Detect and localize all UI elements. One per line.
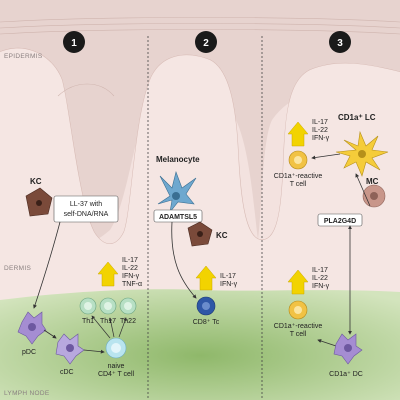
cd1a-reactive-tcell-bottom — [288, 300, 308, 320]
kc-cell-panel2 — [187, 221, 213, 247]
naive-line1: naive — [108, 363, 125, 370]
p3-top-cytokine-2: IFN-γ — [312, 135, 330, 142]
upregulation-arrow-3b — [287, 269, 309, 295]
th22-cell — [119, 297, 137, 315]
th1-label: Th1 — [82, 318, 94, 325]
panel3-top-cytokine-list: IL-17 IL-22 IFN-γ — [312, 119, 330, 142]
melanocyte-label: Melanocyte — [156, 155, 200, 164]
naive-to-th1-arrow — [91, 315, 111, 339]
cd1a-lc-label: CD1a⁺ LC — [338, 113, 376, 122]
th17-label: Th17 — [100, 318, 116, 325]
adamtsl5-label: ADAMTSL5 — [159, 214, 197, 221]
p1-cytokine-3: TNF-α — [122, 281, 142, 288]
naive-line2: CD4⁺ T cell — [98, 371, 135, 378]
panel2-cytokine-list: IL-17 IFN-γ — [220, 273, 238, 288]
adamtsl5-box: ADAMTSL5 — [153, 209, 203, 223]
p3-top-cytokine-1: IL-22 — [312, 127, 328, 134]
epidermis-layer — [0, 0, 400, 240]
th1-cell — [79, 297, 97, 315]
tcell-top-line2: T cell — [290, 181, 307, 188]
panel3-bottom-cytokine-list: IL-17 IL-22 IFN-γ — [312, 267, 330, 290]
stratum-corneum — [0, 17, 400, 35]
mast-cell — [362, 184, 386, 208]
ll37-line1: LL-37 with — [70, 201, 102, 208]
melanocyte-cell — [157, 170, 197, 214]
kc-label-panel2: KC — [216, 231, 228, 240]
panel-number-3: 3 — [329, 31, 351, 53]
cdc-label: cDC — [60, 369, 74, 376]
panel-number-1: 1 — [63, 31, 85, 53]
p2-cytokine-0: IL-17 — [220, 273, 236, 280]
svg-text:2: 2 — [203, 38, 209, 49]
p2-cytokine-1: IFN-γ — [220, 281, 238, 288]
p1-cytokine-2: IFN-γ — [122, 273, 140, 280]
tcell-top-line1: CD1a⁺-reactive — [274, 173, 323, 180]
naive-cd4-cell — [105, 337, 127, 359]
pdc-label: pDC — [22, 349, 36, 356]
upregulation-arrow-1 — [97, 261, 119, 287]
th22-label: Th22 — [120, 318, 136, 325]
upregulation-arrow-2 — [195, 265, 217, 291]
ll37-line2: self-DNA/RNA — [64, 211, 109, 218]
p3-bottom-cytokine-1: IL-22 — [312, 275, 328, 282]
mc-label: MC — [366, 177, 379, 186]
cd1a-dc-cell — [333, 333, 363, 365]
tcell-bottom-line2: T cell — [290, 331, 307, 338]
adamtsl5-to-cd8-arrow — [171, 221, 197, 299]
dermal-papilla — [57, 83, 115, 97]
pdc-to-cdc-arrow — [43, 329, 57, 339]
th17-cell — [99, 297, 117, 315]
p1-cytokine-0: IL-17 — [122, 257, 138, 264]
pla2g4d-label: PLA2G4D — [324, 218, 356, 225]
lc-to-tcell-arrow — [311, 153, 341, 160]
mc-to-lc-arrow — [355, 173, 371, 207]
tcell-bottom-line1: CD1a⁺-reactive — [274, 323, 323, 330]
cd1a-reactive-tcell-top — [288, 150, 308, 170]
naive-to-th22-arrow — [118, 317, 127, 338]
cd1a-dc-label: CD1a⁺ DC — [329, 371, 363, 378]
epidermis-label: EPIDERMIS — [4, 53, 43, 60]
cdc-to-naive-arrow — [83, 349, 105, 354]
dc-to-tcell-arrow — [317, 339, 337, 347]
cd8-cell — [196, 296, 216, 316]
ll37-box: LL-37 with self-DNA/RNA — [53, 195, 119, 223]
p3-bottom-cytokine-0: IL-17 — [312, 267, 328, 274]
pla2g4d-box: PLA2G4D — [317, 213, 363, 227]
pdc-cell — [17, 311, 47, 345]
p1-cytokine-1: IL-22 — [122, 265, 138, 272]
keratinocyte-cell — [25, 187, 53, 217]
svg-text:1: 1 — [71, 38, 77, 49]
lymph-node-label: LYMPH NODE — [4, 390, 50, 397]
dermis-label: DERMIS — [4, 265, 31, 272]
ll37-to-pdc-arrow — [33, 221, 61, 309]
cd8-label: CD8⁺ Tc — [193, 319, 220, 326]
cd1a-lc-cell — [335, 130, 389, 177]
panel-number-2: 2 — [195, 31, 217, 53]
svg-text:3: 3 — [337, 38, 343, 49]
panel1-cytokine-list: IL-17 IL-22 IFN-γ TNF-α — [122, 257, 142, 288]
naive-to-th17-arrow — [108, 317, 115, 338]
p3-top-cytokine-0: IL-17 — [312, 119, 328, 126]
upregulation-arrow-3a — [287, 121, 309, 147]
kc-label: KC — [30, 177, 42, 186]
p3-bottom-cytokine-2: IFN-γ — [312, 283, 330, 290]
